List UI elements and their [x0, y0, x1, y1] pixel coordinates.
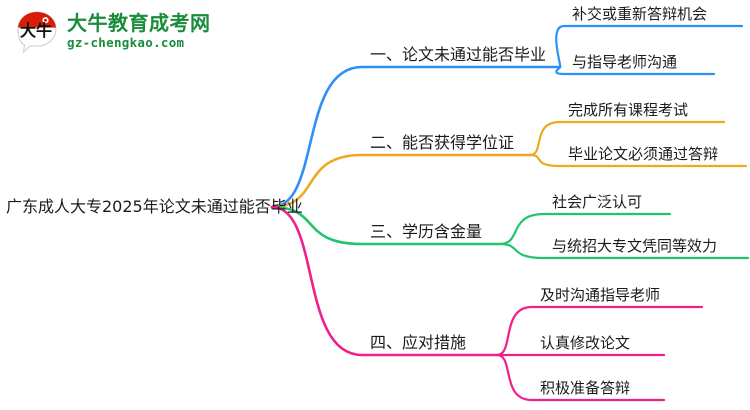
branch-label-4: 四、应对措施 — [370, 333, 467, 352]
sub-label-1-2: 与指导老师沟通 — [572, 53, 678, 71]
sub-label-4-2: 认真修改论文 — [540, 334, 631, 352]
branch-label-3: 三、学历含金量 — [370, 222, 483, 241]
site-logo: 大牛 大牛教育成考网 gz-chengkao.com — [14, 8, 211, 54]
sub-label-3-1: 社会广泛认可 — [552, 193, 643, 211]
mindmap-branch-line — [495, 353, 666, 402]
logo-title: 大牛教育成考网 — [67, 10, 211, 35]
sub-label-2-2: 毕业论文必须通过答辩 — [568, 145, 719, 163]
mindmap-branch-line — [270, 153, 532, 209]
logo-mark-icon: 大牛 — [14, 8, 60, 54]
mindmap-branch-line — [555, 24, 744, 69]
root-label: 广东成人大专2025年论文未通过能否毕业 — [6, 197, 303, 216]
sub-label-4-3: 积极准备答辩 — [540, 379, 631, 397]
logo-text-block: 大牛教育成考网 gz-chengkao.com — [67, 13, 211, 50]
mindmap-branch-line — [528, 120, 726, 157]
mindmap-branch-line — [270, 65, 562, 209]
mindmap-branch-line — [495, 305, 704, 357]
mindmap-branch-line — [270, 205, 499, 357]
sub-label-2-1: 完成所有课程考试 — [568, 101, 689, 119]
sub-label-1-1: 补交或重新答辩机会 — [572, 5, 708, 23]
sub-label-3-2: 与统招大专文凭同等效力 — [552, 237, 718, 255]
mindmap-branch-line — [555, 65, 716, 76]
logo-subtitle: gz-chengkao.com — [67, 34, 185, 50]
sub-label-4-1: 及时沟通指导老师 — [540, 286, 661, 304]
mindmap-branch-line — [498, 212, 672, 246]
branch-label-2: 二、能否获得学位证 — [370, 133, 515, 152]
mindmap-branch-line — [528, 153, 748, 168]
branch-label-1: 一、论文未通过能否毕业 — [370, 45, 547, 64]
logo-mark-text: 大牛 — [20, 21, 52, 40]
mindmap-branch-line — [498, 242, 750, 260]
mindmap-branch-line — [270, 205, 502, 246]
